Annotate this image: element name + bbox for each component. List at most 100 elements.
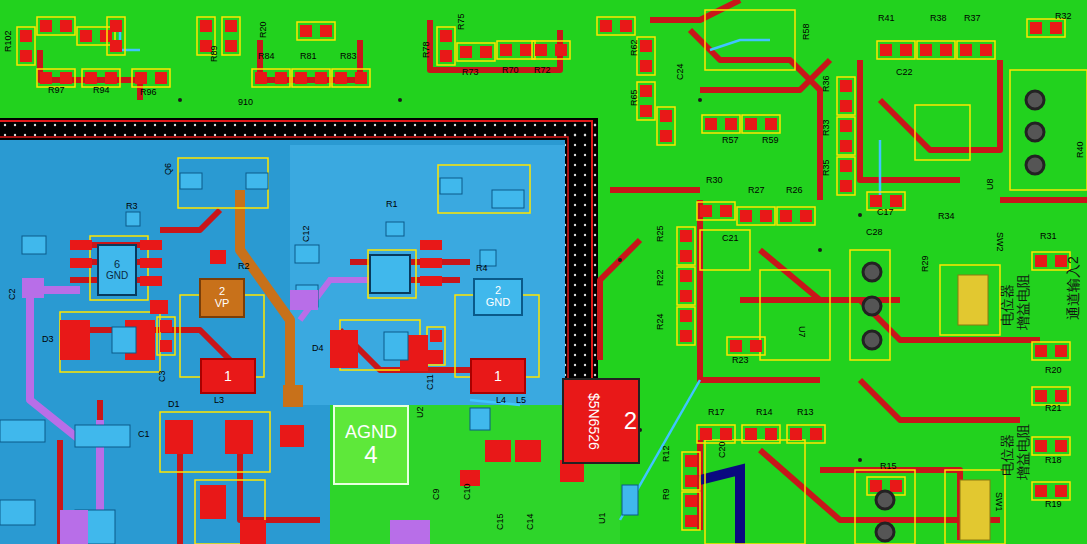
- part-designator: R58: [802, 23, 811, 40]
- silkscreen-note: 通道输入2: [1066, 256, 1080, 320]
- part-designator: R89: [210, 45, 219, 62]
- part-designator: C12: [302, 225, 311, 242]
- net-pad: $5N6526 2: [562, 378, 640, 464]
- part-designator: R4: [476, 264, 488, 273]
- part-designator: R73: [462, 68, 479, 77]
- part-designator: R81: [300, 52, 317, 61]
- part-designator: L3: [214, 396, 224, 405]
- part-designator: C15: [496, 513, 505, 530]
- part-designator: Q6: [164, 163, 173, 175]
- part-designator: R94: [93, 86, 110, 95]
- silkscreen-note: 增益电阻: [1016, 274, 1030, 330]
- part-designator: R23: [732, 356, 749, 365]
- part-designator: SW2: [995, 232, 1004, 252]
- part-designator: 910: [238, 98, 253, 107]
- part-designator: SW1: [994, 492, 1003, 512]
- part-designator: L5: [516, 396, 526, 405]
- part-designator: R20: [259, 21, 268, 38]
- part-designator: R41: [878, 14, 895, 23]
- part-designator: R29: [921, 255, 930, 272]
- part-designator: R13: [797, 408, 814, 417]
- part-designator: R38: [930, 14, 947, 23]
- part-designator: U2: [416, 406, 425, 418]
- part-designator: R27: [748, 186, 765, 195]
- part-designator: R19: [1045, 500, 1062, 509]
- agnd-pad: AGND4: [333, 405, 409, 485]
- part-designator: R17: [708, 408, 725, 417]
- pad-number: $5N6526: [586, 393, 601, 450]
- part-designator: R96: [140, 88, 157, 97]
- part-designator: C1: [138, 430, 150, 439]
- part-designator: R36: [822, 75, 831, 92]
- part-designator: U8: [986, 178, 995, 190]
- part-designator: R26: [786, 186, 803, 195]
- pad-number: 1: [224, 369, 232, 384]
- part-designator: L4: [496, 396, 506, 405]
- part-designator: R40: [1076, 141, 1085, 158]
- part-designator: C17: [877, 208, 894, 217]
- part-designator: R35: [822, 159, 831, 176]
- pad-number: 2: [495, 285, 501, 297]
- part-designator: C10: [463, 483, 472, 500]
- gnd-pad: 2GND: [473, 278, 523, 316]
- part-designator: R57: [722, 136, 739, 145]
- part-designator: R3: [126, 202, 138, 211]
- pad-name: GND: [106, 271, 128, 282]
- part-designator: R62: [630, 39, 639, 56]
- part-designator: R24: [656, 313, 665, 330]
- part-designator: R97: [48, 86, 65, 95]
- part-designator: C28: [866, 228, 883, 237]
- part-designator: U7: [797, 326, 806, 338]
- pad-name: VP: [215, 298, 230, 310]
- part-designator: C3: [158, 370, 167, 382]
- pad-name: 2: [624, 408, 637, 433]
- part-designator: R31: [1040, 232, 1057, 241]
- part-designator: R102: [4, 30, 13, 52]
- part-designator: R37: [964, 14, 981, 23]
- part-designator: D3: [42, 335, 54, 344]
- part-designator: R32: [1055, 12, 1072, 21]
- vp-pad: 2VP: [199, 278, 245, 318]
- part-designator: R84: [258, 52, 275, 61]
- part-designator: R78: [422, 41, 431, 58]
- pad-name: GND: [486, 297, 510, 309]
- part-designator: C22: [896, 68, 913, 77]
- part-designator: R59: [762, 136, 779, 145]
- part-designator: C2: [8, 288, 17, 300]
- part-designator: R72: [534, 66, 551, 75]
- part-designator: R21: [1045, 404, 1062, 413]
- silkscreen-note: 增益电阻: [1016, 424, 1030, 480]
- part-designator: C11: [426, 374, 435, 390]
- part-designator: R33: [822, 119, 831, 136]
- part-designator: R22: [656, 269, 665, 286]
- pad-number: 1: [494, 369, 502, 384]
- part-designator: R14: [756, 408, 773, 417]
- part-designator: R75: [457, 13, 466, 30]
- part-designator: R18: [1045, 456, 1062, 465]
- part-designator: R65: [630, 89, 639, 106]
- part-designator: R30: [706, 176, 723, 185]
- silkscreen-note: 电位器: [1000, 284, 1014, 326]
- pad-number: AGND: [345, 423, 397, 442]
- silkscreen-note: 电位器: [1000, 434, 1014, 476]
- part-designator: R70: [502, 66, 519, 75]
- pin-pad: 1: [200, 358, 256, 394]
- pad-number: 6: [114, 259, 120, 271]
- pad-number: 2: [219, 286, 225, 298]
- part-designator: D4: [312, 344, 324, 353]
- part-designator: R2: [238, 262, 250, 271]
- part-designator: U1: [598, 512, 607, 524]
- part-designator: R20: [1045, 366, 1062, 375]
- part-designator: R1: [386, 200, 398, 209]
- part-designator: R25: [656, 225, 665, 242]
- part-designator: C20: [718, 441, 727, 458]
- part-designator: R9: [662, 488, 671, 500]
- part-designator: C24: [676, 63, 685, 80]
- part-designator: C21: [722, 234, 739, 243]
- part-designator: R83: [340, 52, 357, 61]
- part-designator: D1: [168, 400, 180, 409]
- part-designator: R15: [880, 462, 897, 471]
- part-designator: R12: [662, 445, 671, 462]
- pin-pad: 1: [470, 358, 526, 394]
